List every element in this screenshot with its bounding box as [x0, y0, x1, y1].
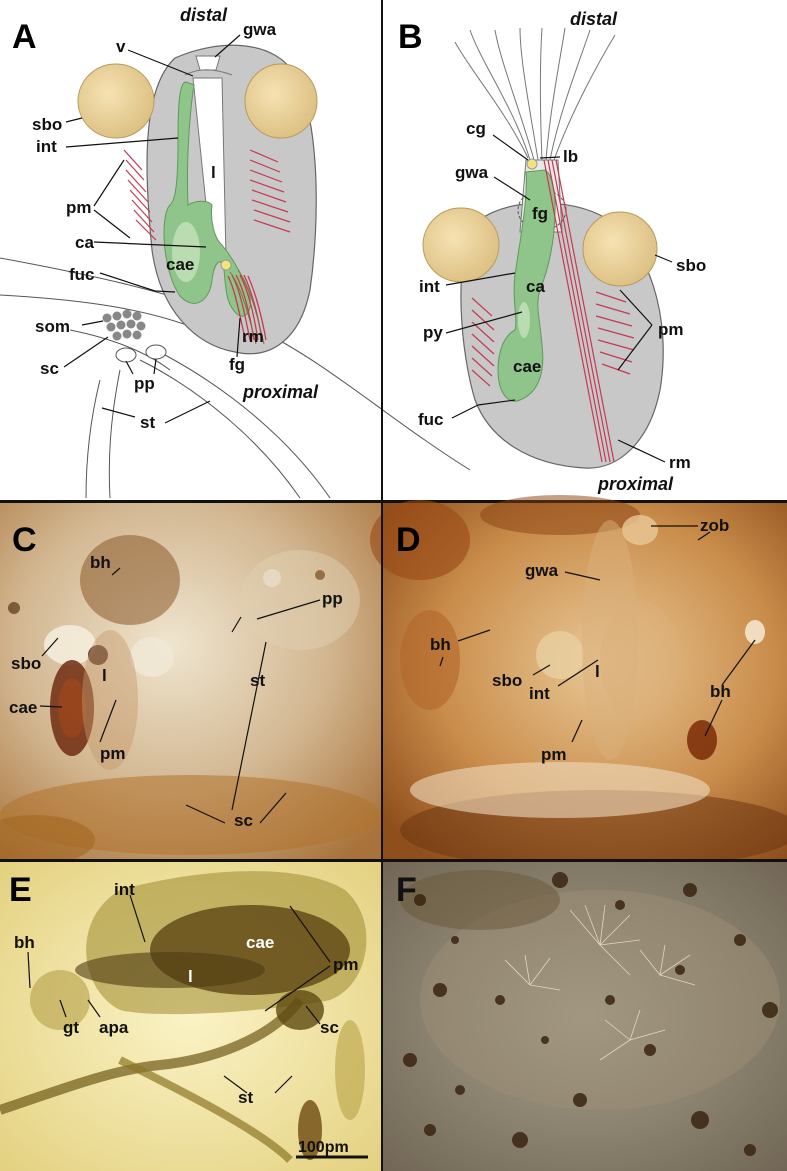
panel-d: D zob gwa bh sbo int l pm bh: [370, 495, 787, 870]
label-ca-b: ca: [526, 277, 545, 296]
label-pm-b: pm: [658, 320, 684, 339]
label-lb: lb: [563, 147, 578, 166]
sbo-right: [244, 63, 318, 139]
label-rm-b: rm: [669, 453, 691, 472]
label-sc-e: sc: [320, 1018, 339, 1037]
panel-letter-c: C: [12, 521, 37, 559]
label-int-d: int: [529, 684, 550, 703]
panel-letter-a: A: [12, 18, 37, 56]
label-zob: zob: [700, 516, 729, 535]
label-gwa-b: gwa: [455, 163, 489, 182]
label-sbo: sbo: [32, 115, 62, 134]
gut-b: [497, 169, 556, 402]
label-l: l: [211, 163, 216, 182]
label-cae-c: cae: [9, 698, 37, 717]
label-int-e: int: [114, 880, 135, 899]
label-sc: sc: [40, 359, 59, 378]
label-l-e: l: [188, 967, 193, 986]
label-bh-d1: bh: [430, 635, 451, 654]
label-distal-b: distal: [570, 9, 618, 29]
label-bh-d2: bh: [710, 682, 731, 701]
label-sbo-d: sbo: [492, 671, 522, 690]
panel-c: C bh pp sbo l st cae pm sc: [0, 503, 381, 865]
label-bh-e: bh: [14, 933, 35, 952]
label-sbo-b: sbo: [676, 256, 706, 275]
label-fuc: fuc: [69, 265, 95, 284]
label-sc-c: sc: [234, 811, 253, 830]
label-bh-c: bh: [90, 553, 111, 572]
sbo-left-b: [422, 207, 500, 283]
label-int: int: [36, 137, 57, 156]
label-l-c: l: [102, 666, 107, 685]
label-proximal-b: proximal: [597, 474, 674, 494]
panel-letter-f: F: [396, 871, 417, 909]
label-ca: ca: [75, 233, 94, 252]
label-int-b: int: [419, 277, 440, 296]
sbo-left: [77, 63, 155, 139]
label-pm-d: pm: [541, 745, 567, 764]
label-py: py: [423, 323, 443, 342]
panel-letter-b: B: [398, 18, 423, 56]
label-cae-b: cae: [513, 357, 541, 376]
panel-letter-d: D: [396, 521, 421, 559]
label-st-c: st: [250, 671, 265, 690]
label-som: som: [35, 317, 70, 336]
label-v: v: [116, 37, 126, 56]
som-cluster: [102, 309, 146, 341]
label-gt: gt: [63, 1018, 79, 1037]
label-fuc-b: fuc: [418, 410, 444, 429]
label-pp: pp: [134, 374, 155, 393]
sbo-right-b: [582, 211, 658, 287]
label-cae: cae: [166, 255, 194, 274]
label-fg: fg: [229, 355, 245, 374]
label-cg: cg: [466, 119, 486, 138]
scale-bar-label: 100pm: [298, 1139, 349, 1156]
panel-e: E int cae bh l pm sc gt apa st 100pm: [0, 862, 381, 1171]
label-apa: apa: [99, 1018, 129, 1037]
label-cae-e: cae: [246, 933, 274, 952]
panel-f: F: [383, 862, 787, 1171]
panel-b: B distal proximal cg lb gwa fg sbo int c…: [398, 9, 706, 494]
label-sbo-c: sbo: [11, 654, 41, 673]
label-rm: rm: [242, 327, 264, 346]
label-st-e: st: [238, 1088, 253, 1107]
label-st: st: [140, 413, 155, 432]
label-gwa-d: gwa: [525, 561, 559, 580]
label-l-d: l: [595, 662, 600, 681]
label-pm-c: pm: [100, 744, 126, 763]
label-distal: distal: [180, 5, 228, 25]
panel-letter-e: E: [9, 871, 32, 909]
label-gwa: gwa: [243, 20, 277, 39]
label-pm-e: pm: [333, 955, 359, 974]
panel-a: A distal proximal v gwa sbo int l pm ca …: [0, 5, 471, 499]
label-pm: pm: [66, 198, 92, 217]
label-pp-c: pp: [322, 589, 343, 608]
label-proximal: proximal: [242, 382, 319, 402]
label-fg-b: fg: [532, 204, 548, 223]
